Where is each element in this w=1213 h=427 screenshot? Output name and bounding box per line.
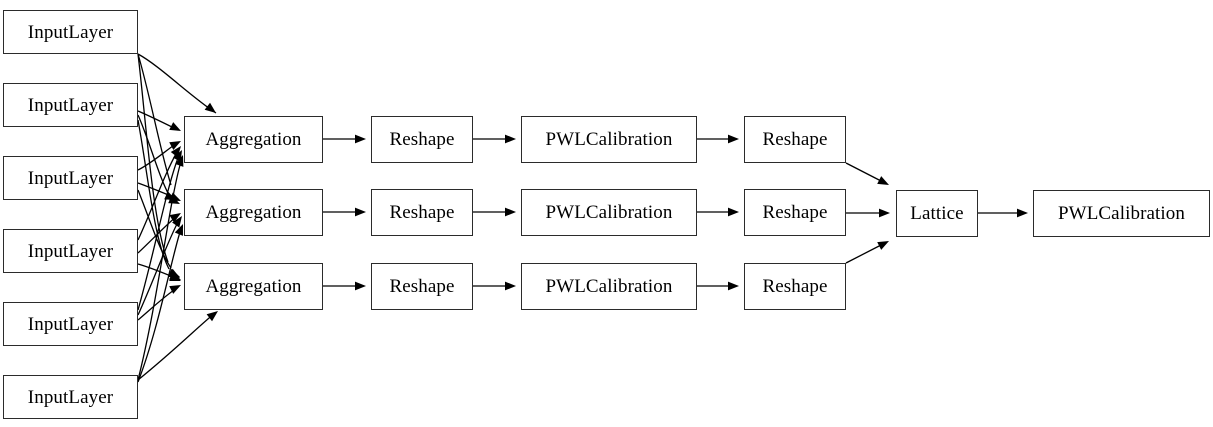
node-label-agg_2: Aggregation: [205, 202, 302, 223]
node-label-input_6: InputLayer: [27, 386, 114, 408]
edge-reshape_b2-to-lattice: [846, 208, 890, 218]
edge-input_4-to-agg_3: [137, 263, 181, 281]
node-label-pwl_3: PWLCalibration: [545, 276, 673, 297]
edge-reshape_a1-to-pwl_1: [473, 134, 516, 144]
arrowhead: [169, 272, 181, 281]
edge-input_1-to-agg_1: [137, 53, 217, 114]
node-reshape_a2[interactable]: Reshape: [371, 189, 473, 236]
node-label-agg_1: Aggregation: [205, 129, 302, 150]
node-label-reshape_a2: Reshape: [389, 202, 455, 223]
node-input_3[interactable]: InputLayer: [3, 156, 138, 200]
node-input_1[interactable]: InputLayer: [3, 10, 138, 54]
edge-input_4-to-agg_2: [137, 213, 181, 254]
arrowhead: [169, 285, 181, 294]
arrowhead: [728, 134, 739, 144]
arrowhead: [877, 241, 889, 250]
edge-input_3-to-agg_1: [137, 141, 181, 171]
edge-reshape_a2-to-pwl_2: [473, 207, 516, 217]
arrowhead: [169, 122, 181, 131]
node-reshape_b2[interactable]: Reshape: [744, 189, 846, 236]
arrowhead: [1017, 208, 1028, 218]
arrowhead: [505, 134, 516, 144]
node-label-reshape_b3: Reshape: [762, 276, 828, 297]
arrowhead: [174, 224, 183, 236]
node-reshape_a3[interactable]: Reshape: [371, 263, 473, 310]
node-label-input_1: InputLayer: [27, 21, 114, 43]
node-reshape_a1[interactable]: Reshape: [371, 116, 473, 163]
node-input_4[interactable]: InputLayer: [3, 229, 138, 273]
node-pwl_1[interactable]: PWLCalibration: [521, 116, 697, 163]
arrowhead: [505, 281, 516, 291]
node-pwl_3[interactable]: PWLCalibration: [521, 263, 697, 310]
edge-input_5-to-agg_2: [137, 216, 182, 316]
edge-agg_2-to-reshape_a2: [323, 207, 366, 217]
node-label-input_5: InputLayer: [27, 313, 114, 335]
edge-reshape_a3-to-pwl_3: [473, 281, 516, 291]
node-label-reshape_b2: Reshape: [762, 202, 828, 223]
node-label-reshape_a3: Reshape: [389, 276, 455, 297]
edge-input_2-to-agg_1: [137, 110, 181, 131]
arrowhead: [204, 102, 216, 113]
arrowhead: [206, 311, 218, 322]
arrowhead: [355, 281, 366, 291]
arrowhead: [877, 176, 889, 185]
node-agg_2[interactable]: Aggregation: [184, 189, 323, 236]
node-label-reshape_b1: Reshape: [762, 129, 828, 150]
node-label-pwl_2: PWLCalibration: [545, 202, 673, 223]
node-label-pwl_1: PWLCalibration: [545, 129, 673, 150]
edge-agg_1-to-reshape_a1: [323, 134, 366, 144]
node-label-reshape_a1: Reshape: [389, 129, 455, 150]
edge-agg_3-to-reshape_a3: [323, 281, 366, 291]
edge-input_6-to-agg_3: [137, 311, 218, 381]
node-input_2[interactable]: InputLayer: [3, 83, 138, 127]
arrowhead: [728, 207, 739, 217]
edge-pwl_3-to-reshape_b3: [697, 281, 739, 291]
edge-lattice-to-pwl_out: [978, 208, 1028, 218]
edge-input_5-to-agg_3: [137, 285, 181, 321]
node-label-input_3: InputLayer: [27, 167, 114, 189]
node-pwl_2[interactable]: PWLCalibration: [521, 189, 697, 236]
arrowhead: [505, 207, 516, 217]
arrowhead: [175, 155, 184, 167]
node-reshape_b3[interactable]: Reshape: [744, 263, 846, 310]
node-label-input_2: InputLayer: [27, 94, 114, 116]
node-label-input_4: InputLayer: [27, 240, 114, 262]
node-pwl_out[interactable]: PWLCalibration: [1033, 190, 1210, 237]
edge-pwl_2-to-reshape_b2: [697, 207, 739, 217]
node-input_5[interactable]: InputLayer: [3, 302, 138, 346]
node-agg_1[interactable]: Aggregation: [184, 116, 323, 163]
arrowhead: [169, 141, 181, 151]
node-label-pwl_out: PWLCalibration: [1058, 203, 1185, 224]
arrowhead: [172, 216, 182, 228]
arrowhead: [355, 207, 366, 217]
node-label-lattice: Lattice: [910, 203, 964, 224]
edge-input_6-to-agg_2: [137, 224, 183, 383]
edge-reshape_b3-to-lattice: [845, 241, 889, 264]
node-label-agg_3: Aggregation: [205, 276, 302, 297]
edge-reshape_b1-to-lattice: [845, 162, 889, 185]
arrowhead: [169, 213, 181, 223]
arrowhead: [355, 134, 366, 144]
node-reshape_b1[interactable]: Reshape: [744, 116, 846, 163]
node-lattice[interactable]: Lattice: [896, 190, 978, 237]
arrowhead: [879, 208, 890, 218]
node-agg_3[interactable]: Aggregation: [184, 263, 323, 310]
arrowhead: [728, 281, 739, 291]
node-input_6[interactable]: InputLayer: [3, 375, 138, 419]
edge-input_6-to-agg_1: [137, 155, 184, 381]
edge-pwl_1-to-reshape_b1: [697, 134, 739, 144]
